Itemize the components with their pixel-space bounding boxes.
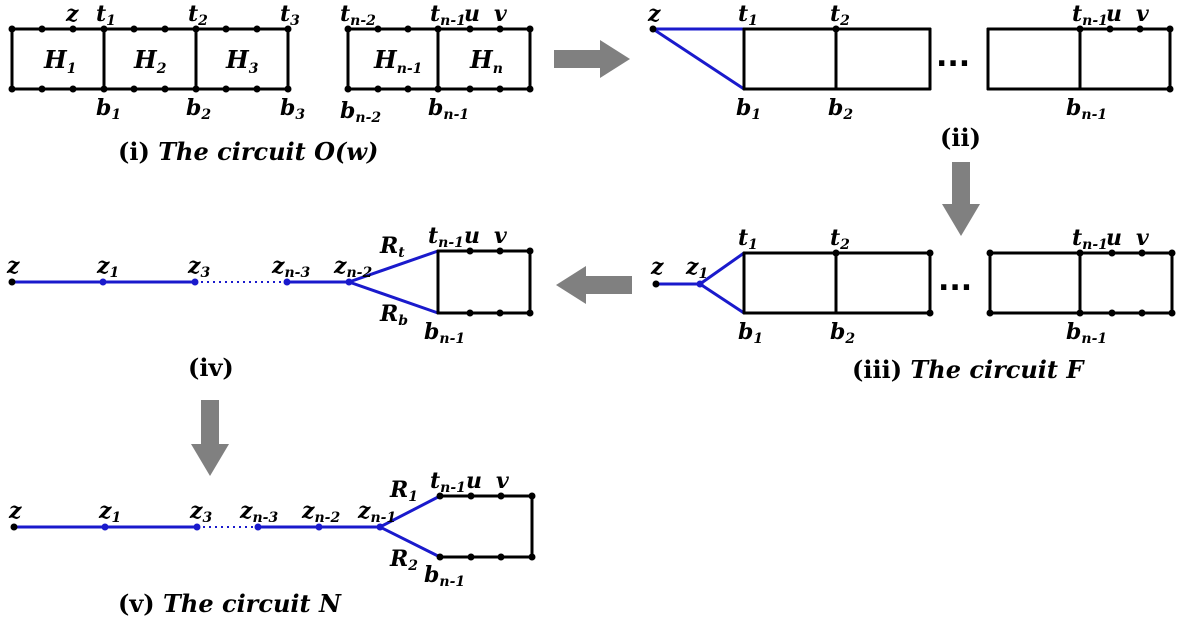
label-t2-iii: t2 xyxy=(830,225,850,253)
caption-iv: (iv) xyxy=(188,353,234,382)
label-b3: b3 xyxy=(280,95,305,123)
ellipsis-ii: ... xyxy=(936,39,970,74)
label-zn3-v: zn-3 xyxy=(239,498,278,526)
label-z-v: z xyxy=(8,498,22,524)
label-bn1-ii: bn-1 xyxy=(1066,95,1107,123)
label-t2: t2 xyxy=(188,1,208,29)
label-tn1-v: tn-1 xyxy=(430,468,466,496)
label-R2: R2 xyxy=(389,546,418,574)
caption-ii: (ii) xyxy=(940,123,981,152)
caption-i: (i) The circuit O(w) xyxy=(118,137,378,166)
caption-v: (v) The circuit N xyxy=(118,589,342,618)
label-b1-ii: b1 xyxy=(736,95,761,123)
label-z-iv: z xyxy=(6,253,20,279)
arrow-down-2 xyxy=(191,400,229,476)
label-u-iv: u xyxy=(464,223,480,249)
label-bn1-iii: bn-1 xyxy=(1066,319,1107,347)
label-H1: H1 xyxy=(43,45,76,77)
label-z1-iv: z1 xyxy=(96,253,119,281)
label-t2-ii: t2 xyxy=(830,1,850,29)
panel-i-vertices xyxy=(8,25,534,93)
label-H3: H3 xyxy=(225,45,259,77)
label-R1: R1 xyxy=(389,477,418,505)
panel-i: z t1 t2 t3 tn-2 tn-1 u v H1 H2 H3 Hn-1 H… xyxy=(8,1,534,166)
label-b2-iii: b2 xyxy=(830,319,855,347)
label-Hn: Hn xyxy=(469,45,503,77)
arrow-down-1 xyxy=(942,162,980,236)
label-tn1-iv: tn-1 xyxy=(428,223,464,251)
label-v-ii: v xyxy=(1136,1,1149,27)
label-Rb: Rb xyxy=(379,301,408,329)
label-v-v: v xyxy=(496,468,509,494)
label-tn1-ii: tn-1 xyxy=(1072,1,1108,29)
label-z3-iv: z3 xyxy=(187,253,211,281)
label-u-iii: u xyxy=(1106,225,1122,251)
label-z-iii: z xyxy=(650,254,664,280)
panel-v: z z1 z3 zn-3 zn-2 zn-1 R1 R2 tn-1 u v bn… xyxy=(8,468,536,618)
label-tn1-iii: tn-1 xyxy=(1072,225,1108,253)
label-u-ii: u xyxy=(1106,1,1122,27)
ellipsis-iii: ... xyxy=(938,263,972,298)
label-bn1-v: bn-1 xyxy=(424,562,465,590)
label-b1: b1 xyxy=(96,95,121,123)
label-t1-iii: t1 xyxy=(738,225,758,253)
label-bn1: bn-1 xyxy=(428,95,469,123)
label-z-ii: z xyxy=(647,1,661,27)
label-Rt: Rt xyxy=(379,233,405,261)
label-t3: t3 xyxy=(280,1,300,29)
label-z3-v: z3 xyxy=(189,498,213,526)
label-zn3-iv: zn-3 xyxy=(271,253,310,281)
label-u-v: u xyxy=(466,468,482,494)
label-b2: b2 xyxy=(186,95,211,123)
panel-i-edges xyxy=(10,27,532,91)
label-t1-ii: t1 xyxy=(738,1,758,29)
label-bn2: bn-2 xyxy=(340,98,381,126)
label-Hn1: Hn-1 xyxy=(373,45,422,77)
label-b2-ii: b2 xyxy=(828,95,853,123)
label-v-iv: v xyxy=(494,223,507,249)
arrow-left xyxy=(556,266,632,304)
label-tn1: tn-1 xyxy=(430,1,466,29)
panel-iii: z z1 t1 t2 tn-1 u v b1 b2 bn-1 ... (iii)… xyxy=(650,225,1176,384)
caption-iii: (iii) The circuit F xyxy=(852,355,1085,384)
label-z: z xyxy=(65,1,79,27)
panel-iv: z z1 z3 zn-3 zn-2 Rt Rb tn-1 u v bn-1 (i… xyxy=(6,223,534,382)
label-tn2: tn-2 xyxy=(340,1,376,29)
label-b1-iii: b1 xyxy=(738,319,763,347)
label-zn1-v: zn-1 xyxy=(357,498,396,526)
panel-ii: z t1 t2 tn-1 u v b1 b2 bn-1 ... (ii) xyxy=(647,1,1174,152)
label-v-iii: v xyxy=(1136,225,1149,251)
label-z1-iii: z1 xyxy=(685,254,708,282)
label-H2: H2 xyxy=(133,45,167,77)
label-u: u xyxy=(464,1,480,27)
label-t1: t1 xyxy=(96,1,116,29)
label-bn1-iv: bn-1 xyxy=(424,319,465,347)
arrow-right xyxy=(554,40,630,78)
label-z1-v: z1 xyxy=(98,498,121,526)
label-zn2-v: zn-2 xyxy=(301,498,340,526)
label-v: v xyxy=(494,1,507,27)
label-zn2-iv: zn-2 xyxy=(333,253,372,281)
